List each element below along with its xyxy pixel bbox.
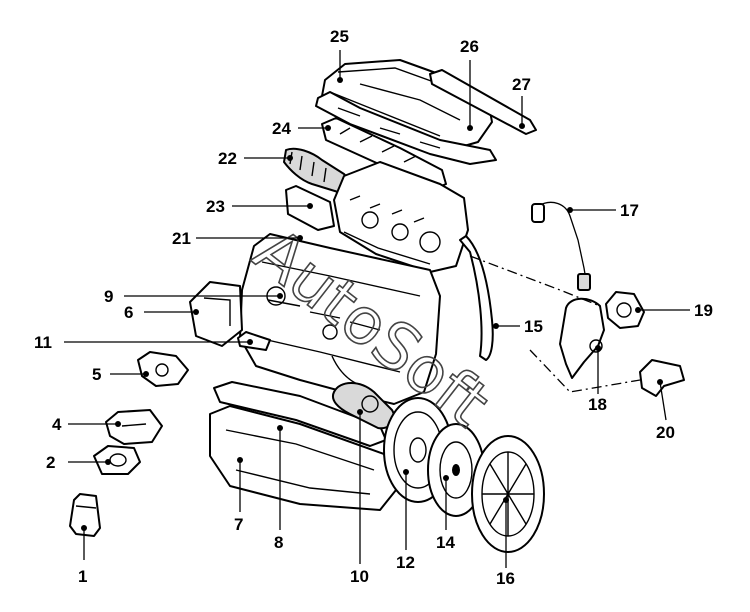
part-oxygen-sensor [531, 201, 591, 291]
leader-lines [64, 50, 690, 568]
part-bracket [639, 359, 685, 397]
part-engine-mount-plate [189, 281, 243, 347]
callout-5: 5 [92, 365, 101, 384]
part-rubber-bushing [69, 493, 101, 537]
part-camshaft-carrier [321, 117, 447, 191]
callout-15: 15 [524, 317, 543, 336]
part-breather-strip [429, 69, 537, 135]
callout-8: 8 [274, 533, 283, 552]
callout-17: 17 [620, 201, 639, 220]
callout-2: 2 [46, 453, 55, 472]
assembly-centerline [469, 255, 601, 307]
callout-27: 27 [512, 75, 531, 94]
part-oil-pipe [237, 331, 271, 351]
part-pressure-plate [471, 435, 545, 553]
part-oil-pan [209, 405, 397, 511]
part-engine-mount-upper [105, 409, 163, 445]
callout-21: 21 [172, 229, 191, 248]
callout-26: 26 [460, 37, 479, 56]
callout-11: 11 [34, 333, 52, 352]
callout-7: 7 [234, 515, 243, 534]
callout-23: 23 [206, 197, 225, 216]
callout-labels: 25 26 27 24 22 23 21 9 6 11 5 4 2 1 7 8 … [34, 27, 713, 588]
part-engine-mount-lower [93, 445, 141, 475]
leader-dots [81, 77, 663, 531]
callout-12: 12 [396, 553, 415, 572]
callout-14: 14 [436, 533, 455, 552]
callout-18: 18 [588, 395, 607, 414]
part-oil-dipstick-tube [459, 235, 494, 361]
callout-6: 6 [124, 303, 133, 322]
part-distributor [559, 297, 605, 379]
callout-16: 16 [496, 569, 515, 588]
part-distributor-cap [605, 291, 645, 329]
callout-25: 25 [330, 27, 349, 46]
callout-20: 20 [656, 423, 675, 442]
callout-19: 19 [694, 301, 713, 320]
callout-10: 10 [350, 567, 369, 586]
part-valve-cover-gasket [315, 91, 497, 165]
callout-9: 9 [104, 287, 113, 306]
callout-24: 24 [272, 119, 291, 138]
part-camshaft [283, 147, 348, 193]
callout-1: 1 [78, 567, 87, 586]
callout-4: 4 [52, 415, 62, 434]
part-cylinder-head [333, 161, 469, 273]
callout-22: 22 [218, 149, 237, 168]
assembly-centerline-2 [529, 349, 641, 393]
part-thermostat-housing [137, 351, 189, 387]
